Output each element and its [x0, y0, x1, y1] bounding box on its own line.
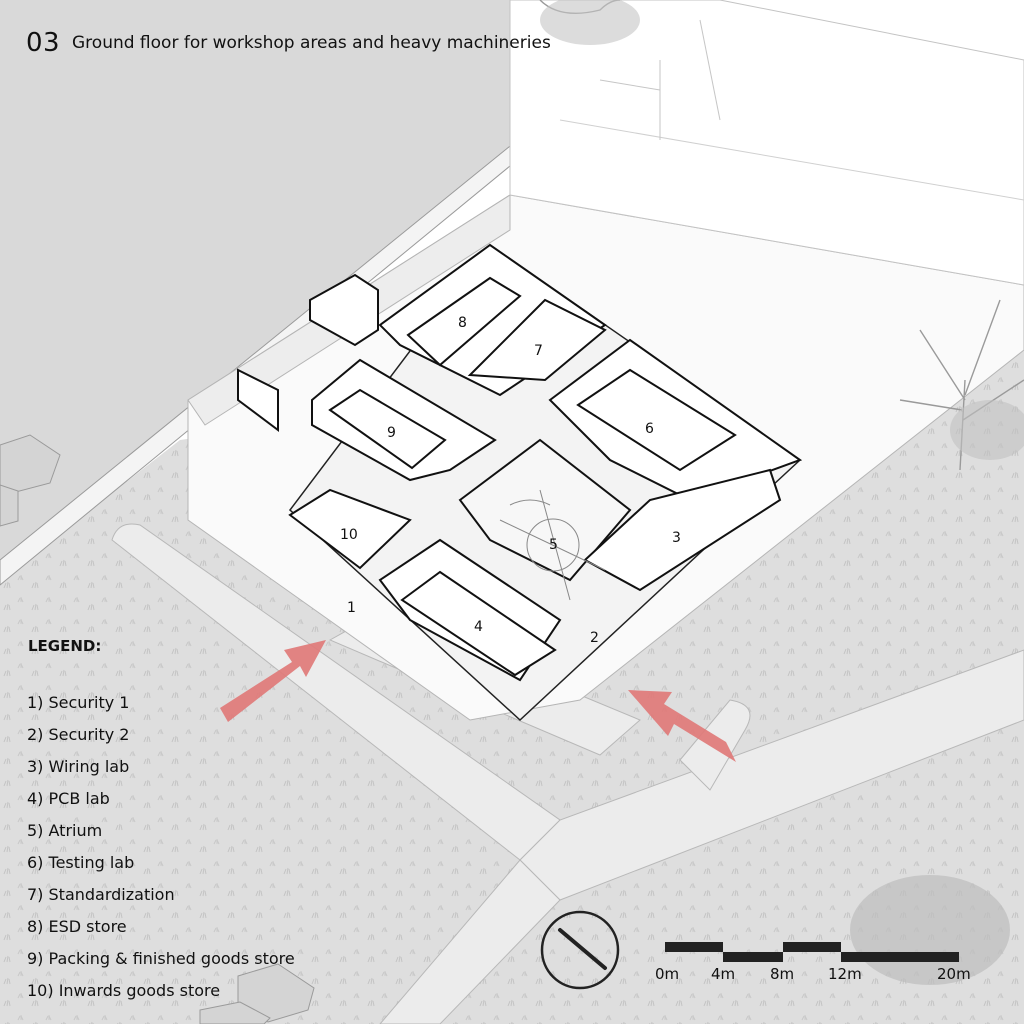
- page-title: Ground floor for workshop areas and heav…: [72, 33, 551, 53]
- room-labels: 8 7 6 9 10 5 3 4 1 2: [340, 315, 681, 646]
- scale-label-8m: 8m: [770, 965, 795, 983]
- room-walls: [237, 243, 803, 682]
- entry-arrow-icon: [220, 640, 326, 722]
- room-label-7: 7: [534, 343, 543, 359]
- car-icon: [0, 434, 315, 1025]
- entry-arrow-icon: [628, 690, 736, 762]
- scale-bar: [665, 942, 959, 962]
- legend-item: 4) PCB lab: [27, 789, 110, 808]
- room-label-3: 3: [672, 530, 681, 546]
- room-label-10: 10: [340, 527, 358, 543]
- room-label-5: 5: [549, 537, 558, 553]
- scale-label-20m: 20m: [937, 965, 971, 983]
- atrium-floor-pattern: [499, 489, 606, 601]
- legend-item: 5) Atrium: [27, 821, 103, 840]
- north-arrow-icon: [540, 910, 620, 990]
- legend-item: 10) Inwards goods store: [27, 981, 221, 1000]
- legend-item: 7) Standardization: [27, 885, 175, 904]
- room-label-9: 9: [387, 425, 396, 441]
- legend: 1) Security 1 2) Security 2 3) Wiring la…: [27, 690, 295, 1010]
- room-label-1: 1: [347, 600, 356, 616]
- legend-item: 2) Security 2: [27, 725, 130, 744]
- legend-item: 9) Packing & finished goods store: [27, 949, 295, 968]
- legend-item: 6) Testing lab: [27, 853, 135, 872]
- room-label-2: 2: [590, 630, 599, 646]
- room-label-8: 8: [458, 315, 467, 331]
- legend-item: 8) ESD store: [27, 917, 127, 936]
- room-label-4: 4: [474, 619, 483, 635]
- scale-label-12m: 12m: [828, 965, 862, 983]
- legend-item: 1) Security 1: [27, 693, 130, 712]
- scale-label-0m: 0m: [655, 965, 680, 983]
- title-number: 03: [26, 28, 61, 58]
- entry-arrows: [220, 640, 736, 762]
- legend-heading: LEGEND:: [28, 637, 102, 655]
- legend-item: 3) Wiring lab: [27, 757, 130, 776]
- room-label-6: 6: [645, 421, 654, 437]
- scale-label-4m: 4m: [711, 965, 736, 983]
